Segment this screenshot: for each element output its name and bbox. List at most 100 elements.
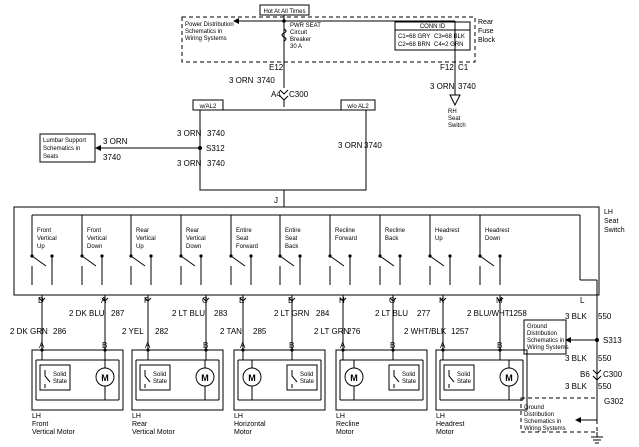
pin-label: F — [144, 296, 149, 305]
power-dist-ref-1: Power Distribution — [185, 22, 234, 28]
solid-state-box — [388, 364, 420, 391]
arrow-icon — [575, 417, 581, 423]
motor-symbol: M — [201, 373, 209, 383]
connector-icon — [439, 297, 447, 302]
ground-dist-ref-4: Wiring Systems — [527, 345, 569, 351]
switch-label: Forward — [335, 236, 357, 242]
motor-label: Vertical Motor — [132, 429, 175, 436]
switch-label-1: LH — [604, 209, 613, 216]
connector-icon — [101, 297, 109, 302]
motor-pin-b: B — [203, 341, 208, 350]
switch-label-2: Seat — [604, 218, 618, 225]
motor-box — [131, 349, 224, 411]
switch-blade — [429, 255, 445, 267]
feed-wire-num: 3740 — [257, 76, 275, 85]
wire-color: 2 DK GRN — [10, 327, 48, 336]
blk2-num: 550 — [598, 382, 612, 391]
solid-state-box — [286, 364, 318, 391]
solid-state-label: State — [457, 379, 472, 385]
switch-blade — [81, 255, 97, 267]
conn-id-table — [394, 21, 471, 51]
mid2-num: 3740 — [207, 159, 225, 168]
lumbar-ref-3: Seats — [43, 154, 58, 160]
wire-num: 277 — [417, 309, 431, 318]
motor-label: Headrest — [436, 421, 464, 428]
switch-label: Vertical — [136, 236, 156, 242]
c300-label: C300 — [289, 90, 309, 99]
conn-id-row-3: C3=68 BLK — [434, 34, 465, 40]
connector-icon — [202, 297, 210, 302]
wire-num: 284 — [316, 309, 330, 318]
s312-label: S312 — [206, 144, 225, 153]
switch-contact-dot — [149, 254, 153, 258]
solid-state-label: Solid — [402, 372, 415, 378]
conn-id-title: CONN ID — [420, 24, 446, 30]
switch-blade — [329, 255, 345, 267]
solid-state-label: State — [153, 379, 168, 385]
switch-blade — [31, 255, 47, 267]
motor-label: LH — [234, 413, 243, 420]
switch-label: Back — [285, 244, 299, 250]
connector-icon — [339, 297, 347, 302]
wire-color: 2 WHT/BLK — [404, 327, 447, 336]
solid-state-label: State — [402, 379, 417, 385]
conn-id-row-2: C2=68 BRN — [398, 42, 430, 48]
switch-label: Entire — [285, 228, 301, 234]
wire-num: 1258 — [509, 309, 527, 318]
wire-num: 1257 — [451, 327, 469, 336]
connector-icon — [144, 297, 152, 302]
switch-label: Entire — [236, 228, 252, 234]
switch-blade — [130, 255, 146, 267]
breaker-label-4: 30 A — [290, 44, 302, 50]
solid-state-switch-icon — [448, 370, 455, 388]
switch-contact-dot — [100, 254, 104, 258]
block-label-3: Block — [478, 37, 496, 44]
switch-label: Vertical — [37, 236, 57, 242]
power-dist-ref-3: Wiring Systems — [185, 36, 227, 42]
ground-dist-box — [523, 319, 567, 355]
switch-contact-dot — [498, 254, 502, 258]
connector-icon — [279, 95, 289, 101]
option-join — [199, 185, 367, 191]
motor-symbol: M — [350, 373, 358, 383]
breaker-label-1: PWR SEAT — [290, 23, 321, 29]
motor-pin-b: B — [289, 341, 294, 350]
mid1-num: 3740 — [207, 129, 225, 138]
solid-state-box — [443, 364, 475, 391]
switch-label: Vertical — [87, 236, 107, 242]
circuit-breaker-icon — [281, 28, 287, 42]
motor-label: Motor — [436, 429, 455, 436]
connector-icon — [38, 297, 46, 302]
motor-label: Vertical Motor — [32, 429, 75, 436]
wire-color: 2 LT BLU — [375, 309, 408, 318]
breaker-label-3: Breaker — [290, 37, 311, 43]
switch-label: Back — [385, 236, 399, 242]
switch-contact-dot — [249, 254, 253, 258]
switch-label: Rear — [136, 228, 149, 234]
motor-symbol: M — [248, 373, 256, 383]
wire-num: 282 — [155, 327, 169, 336]
solid-state-switch-icon — [44, 370, 51, 388]
switch-blade — [479, 255, 495, 267]
switch-label: Recline — [385, 228, 406, 234]
solid-state-box — [139, 364, 171, 391]
feed-wire-color: 3 ORN — [229, 76, 254, 85]
solid-state-label: Solid — [457, 372, 470, 378]
arrow-icon — [95, 145, 101, 151]
block-label-1: Rear — [478, 19, 494, 26]
rh-wire-num: 3740 — [458, 82, 476, 91]
solid-state-switch-icon — [393, 370, 400, 388]
g302-outline — [520, 397, 598, 433]
pin-label: B — [288, 296, 293, 305]
motor-label: LH — [436, 413, 445, 420]
fuse-block-outline — [181, 16, 476, 63]
feed-wiring: 3 ORN 3740 A4 C300 3 ORN 3740 RH Seat Sw… — [39, 62, 476, 207]
switch-label: Headrest — [485, 228, 510, 234]
blk2-color: 3 BLK — [565, 382, 587, 391]
motor-pin-a: A — [340, 341, 346, 350]
motor-box — [435, 349, 528, 411]
solid-state-label: Solid — [300, 372, 313, 378]
